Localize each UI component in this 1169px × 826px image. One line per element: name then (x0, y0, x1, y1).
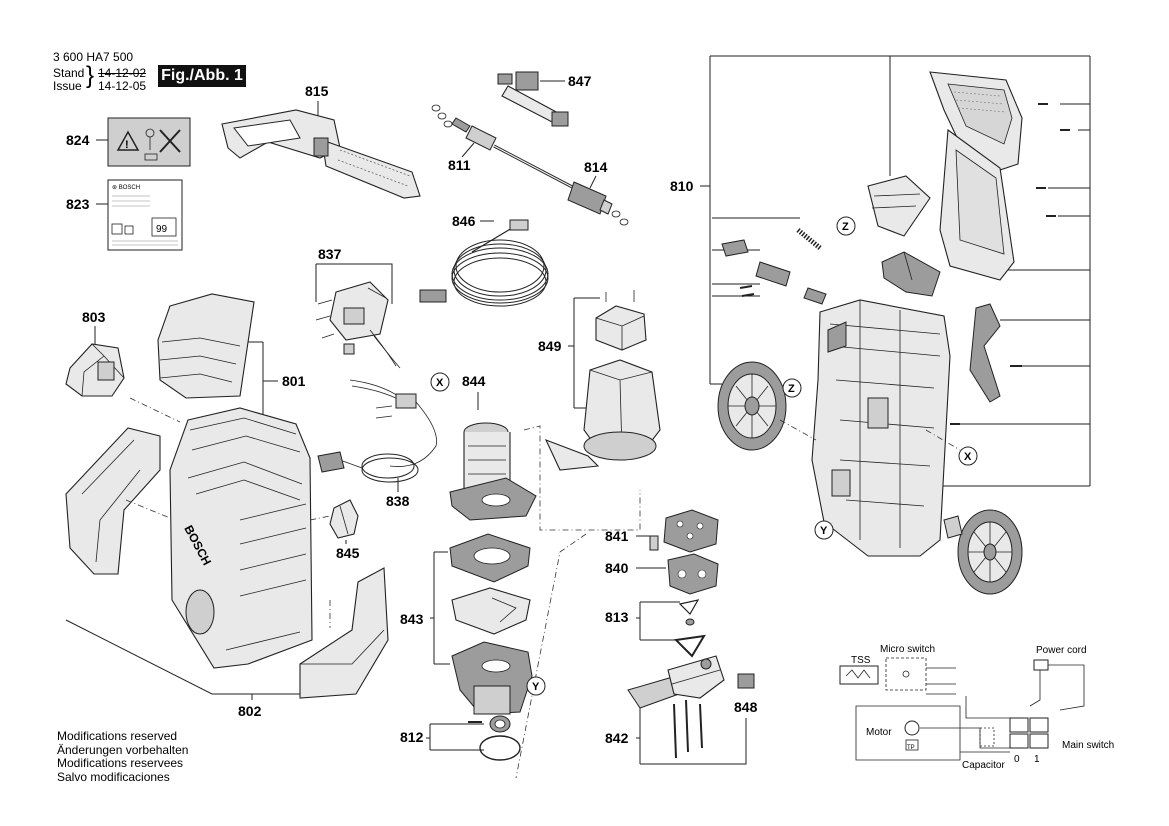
part-label-843: 843 (400, 611, 424, 627)
wiring-micro-switch: Micro switch (880, 644, 935, 655)
switch-box-837 (315, 281, 401, 369)
bracket-lower (881, 251, 941, 297)
hose-holder (969, 303, 1001, 403)
wiring-tp: TP (907, 745, 915, 751)
note-line: Modifications reservees (57, 756, 184, 770)
figure-label: Fig./Abb. 1 (158, 65, 246, 87)
stand-date: 14-12-02 (98, 66, 147, 80)
part-label-842: 842 (605, 730, 629, 746)
note-line: Salvo modificaciones (57, 769, 170, 784)
label-brand: ⊛ BOSCH (112, 185, 140, 191)
rating-label-823: ⊛ BOSCH 99 (107, 179, 183, 251)
part-label-849: 849 (538, 338, 562, 354)
power-cord-838 (317, 379, 437, 483)
note-line: Modifications reserved (57, 729, 178, 743)
wiring-power-cord: Power cord (1036, 645, 1087, 656)
part-label-848: 848 (734, 699, 758, 715)
plug-848 (737, 673, 755, 689)
part-label-801: 801 (282, 373, 306, 389)
part-label-844: 844 (462, 373, 486, 389)
connector-z-top: Z (842, 221, 849, 233)
pump-housing-842 (627, 655, 725, 759)
issue-date: 14-12-05 (98, 79, 147, 93)
latch-part-803 (65, 343, 125, 397)
stand-label: Stand (53, 66, 85, 80)
part-label-823: 823 (66, 196, 90, 212)
wheel-right (957, 509, 1023, 595)
part-label-845: 845 (336, 545, 360, 561)
connector-x-right: X (964, 451, 972, 463)
svg-text:!: ! (125, 139, 129, 151)
connector-x-left: X (436, 377, 444, 389)
brace: } (86, 62, 95, 89)
wiring-diagram: TSS Micro switch Power cord Motor TP Cap… (839, 644, 1114, 771)
switch-mechanism (712, 217, 827, 305)
part-label-811: 811 (448, 157, 471, 173)
top-cover (157, 293, 255, 399)
part-label-840: 840 (605, 560, 629, 576)
valve-head-841 (649, 509, 719, 553)
seal-set-812 (468, 715, 521, 761)
motor-844 (449, 422, 537, 521)
valve-body-840 (667, 553, 719, 595)
main-housing: BOSCH (169, 407, 313, 669)
hose-846 (419, 219, 549, 307)
connector-y-center: Y (532, 681, 540, 693)
switch-position-1: 1 (1034, 754, 1040, 765)
switch-knob-845 (329, 499, 359, 539)
part-label-838: 838 (386, 493, 410, 509)
wiring-motor: Motor (866, 727, 892, 738)
part-label-847: 847 (568, 73, 592, 89)
pump-cover-849 (583, 290, 661, 461)
side-shell (65, 427, 161, 575)
connector-y-right: Y (820, 525, 828, 537)
note-line: Änderungen vorbehalten (57, 742, 189, 757)
pump-plates-843 (449, 533, 533, 715)
bottom-tray (299, 567, 389, 699)
part-label-812: 812 (400, 729, 424, 745)
part-label-814: 814 (584, 159, 608, 175)
main-frame (811, 299, 951, 557)
bracket-upper (867, 175, 931, 237)
part-label-824: 824 (66, 132, 90, 148)
part-label-803: 803 (82, 309, 106, 325)
issue-label: Issue (53, 79, 82, 93)
modification-notes: Modifications reserved Änderungen vorbeh… (57, 729, 189, 784)
lance-811-814 (431, 104, 629, 226)
warning-label-824: ! (107, 117, 191, 167)
part-label-810: 810 (670, 178, 694, 194)
trigger-gun-815 (221, 109, 421, 199)
part-label-813: 813 (605, 609, 629, 625)
label-value: 99 (156, 224, 168, 235)
part-label-837: 837 (318, 246, 342, 262)
wiring-main-switch: Main switch (1062, 740, 1114, 751)
part-label-841: 841 (605, 528, 629, 544)
wiring-tss: TSS (851, 655, 871, 666)
nozzle-847 (497, 71, 569, 127)
wiring-capacitor: Capacitor (962, 760, 1005, 771)
part-label-802: 802 (238, 703, 262, 719)
article-number: 3 600 HA7 500 (53, 50, 134, 64)
part-label-815: 815 (305, 83, 329, 99)
connector-z-wheel: Z (788, 383, 795, 395)
screws (950, 103, 1070, 425)
wheel-left (717, 361, 787, 451)
part-label-846: 846 (452, 213, 476, 229)
switch-position-0: 0 (1014, 754, 1020, 765)
seal-rings-813 (673, 599, 706, 658)
handle-frame (929, 71, 1023, 281)
